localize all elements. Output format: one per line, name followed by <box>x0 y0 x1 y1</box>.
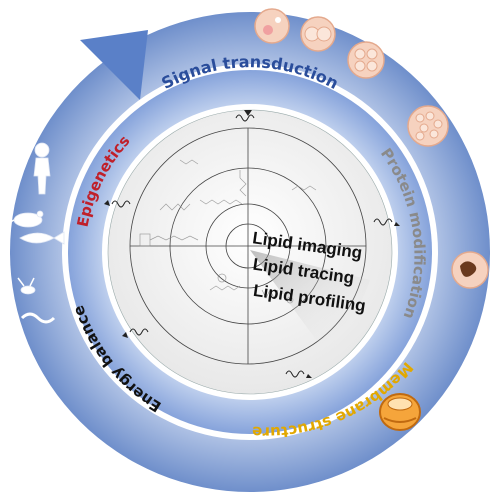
wave-icon-bottom-left <box>129 328 149 336</box>
target-rings <box>129 127 367 365</box>
four-cell-icon <box>347 41 385 79</box>
wave-arrowheads <box>104 110 400 378</box>
signal-wave-markers <box>111 114 393 378</box>
wave-icon-bottom <box>285 370 305 378</box>
organelle-icon <box>379 393 421 431</box>
mouse-icon <box>6 210 44 231</box>
shadow-wedge <box>250 250 370 345</box>
cells-column <box>254 8 489 431</box>
organisms-column <box>6 142 65 324</box>
wave-icon-right <box>373 218 393 226</box>
human-icon <box>33 142 51 195</box>
embryo-icon <box>451 251 489 289</box>
worm-icon <box>20 312 56 324</box>
cycle-arrow-icon <box>80 30 148 100</box>
fish-icon <box>19 231 65 245</box>
fly-icon <box>17 277 36 295</box>
wave-icon-top <box>235 114 255 122</box>
wave-icon-left <box>111 200 131 208</box>
morula-icon <box>407 105 449 147</box>
two-cell-icon <box>300 16 336 52</box>
single-cell-icon <box>254 8 290 44</box>
